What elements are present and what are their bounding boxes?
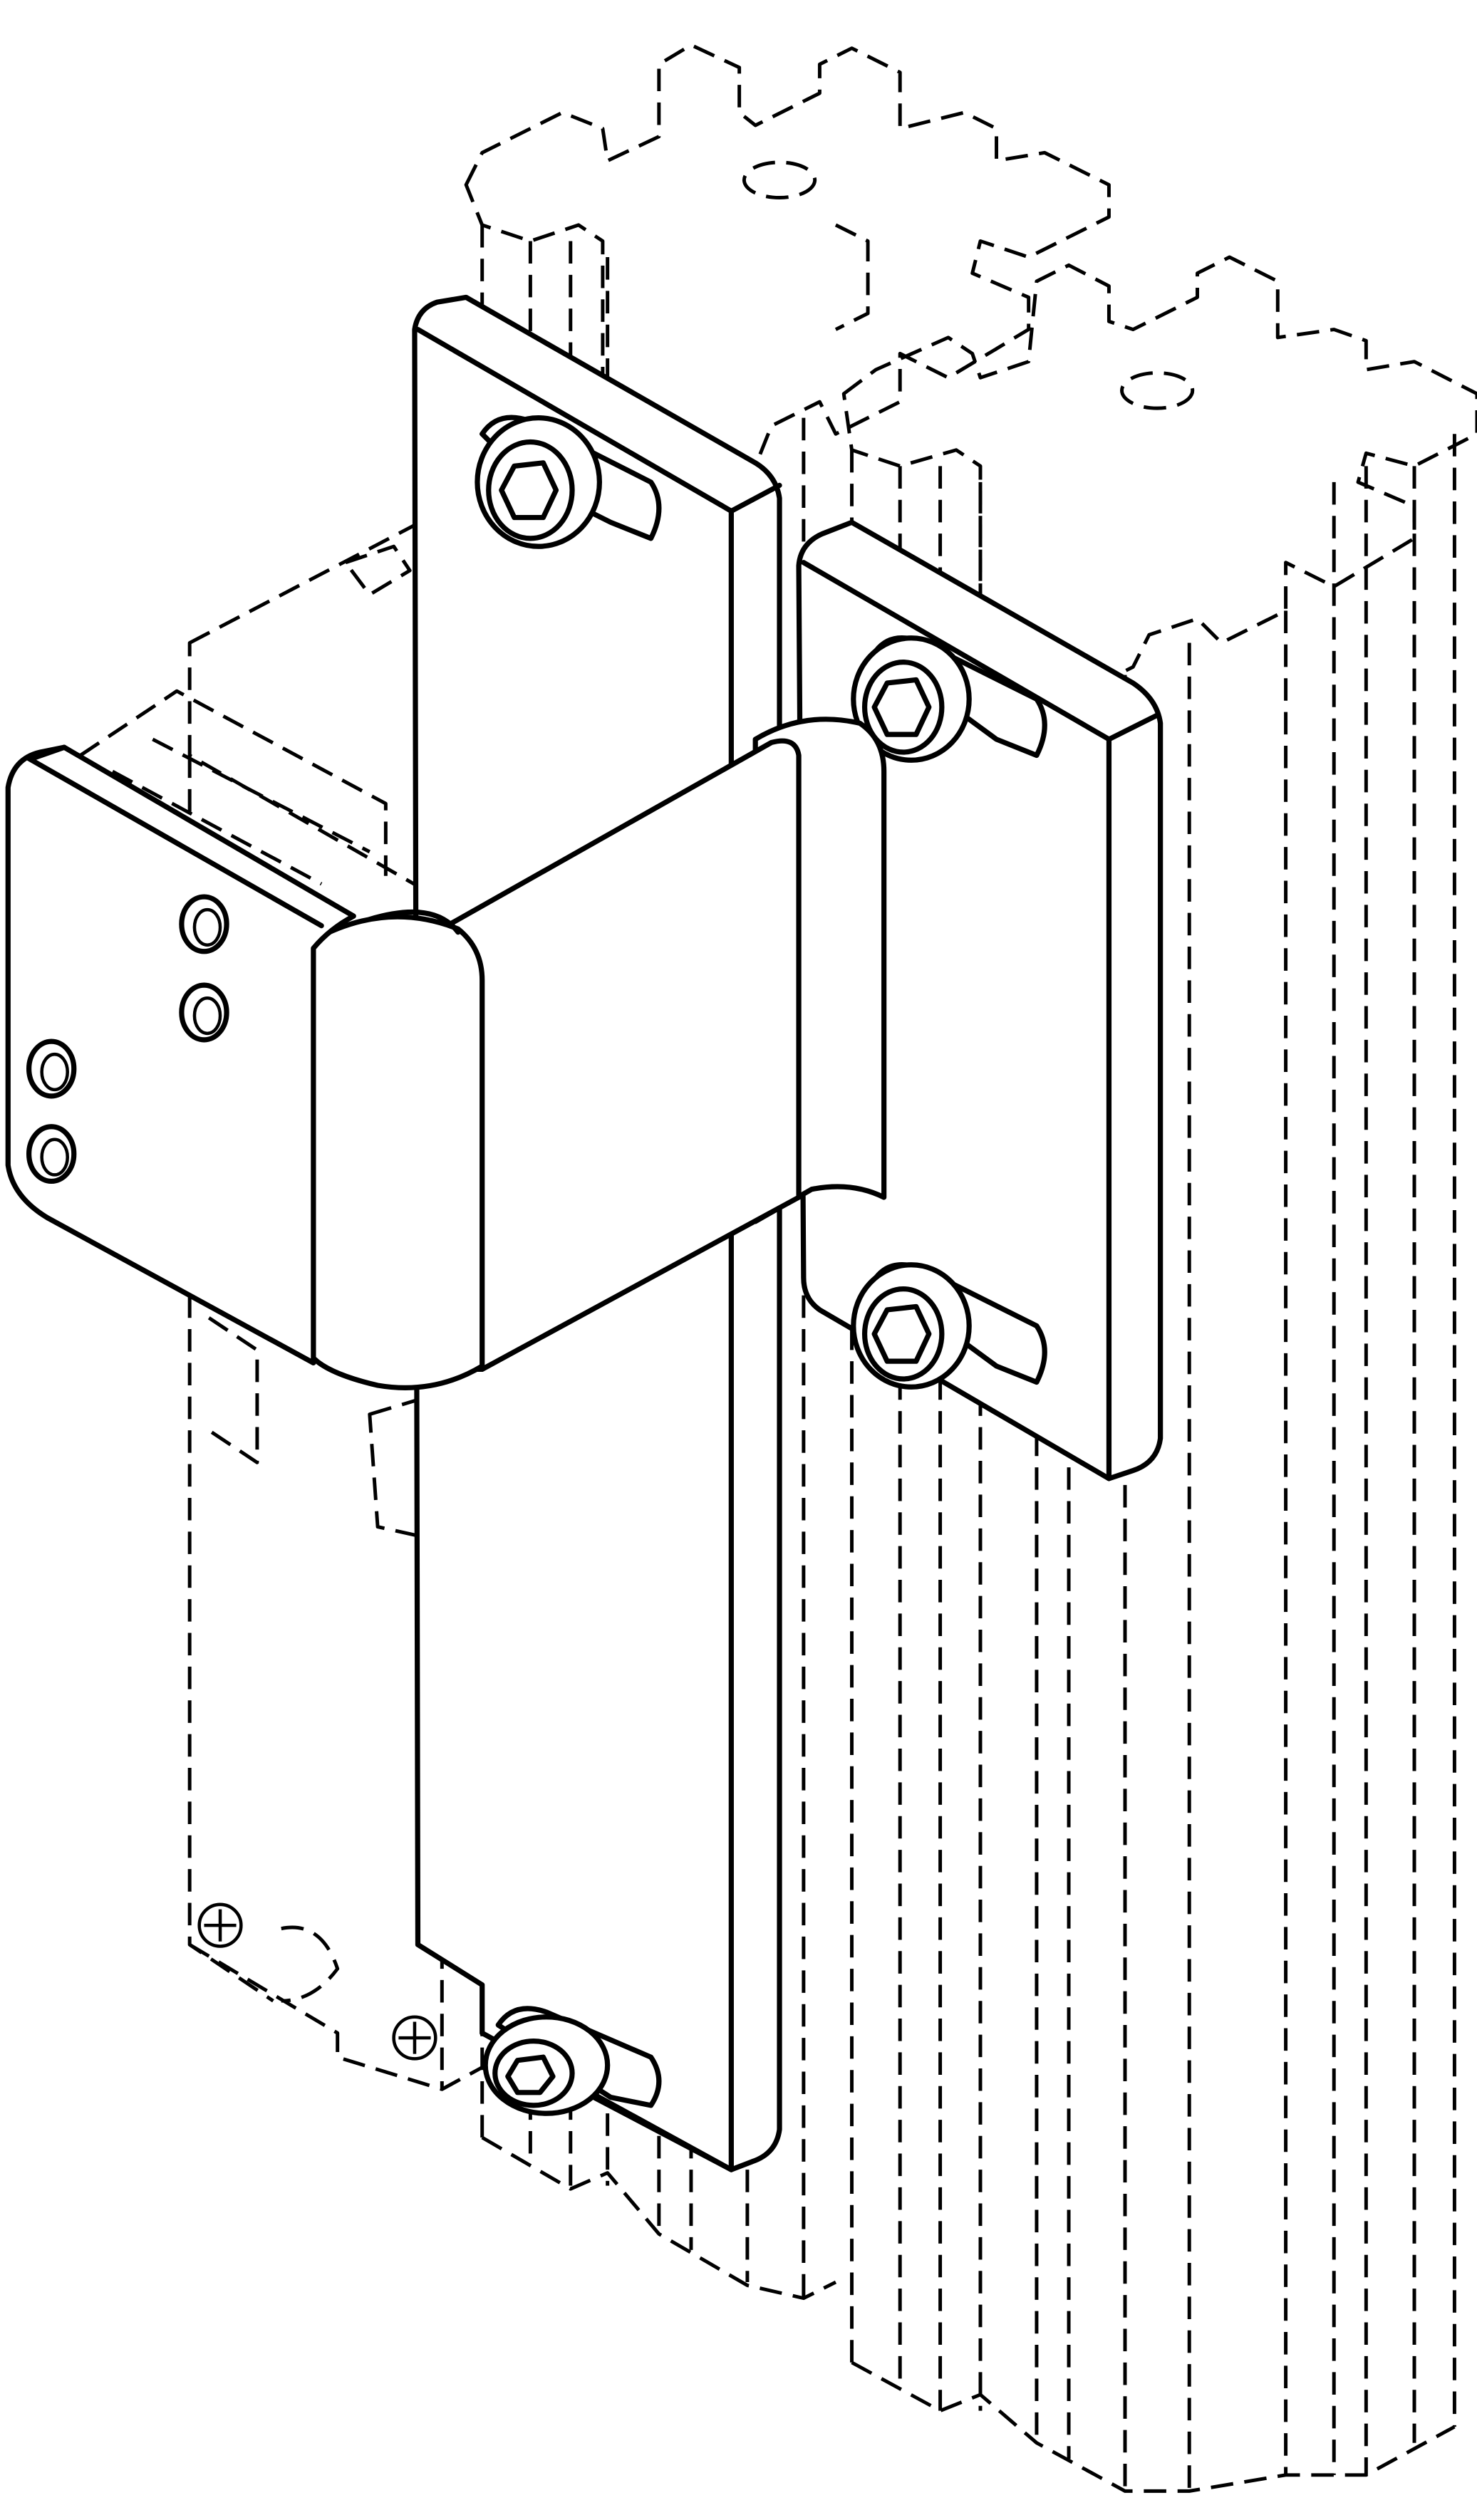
torx-screw-icon xyxy=(392,2015,437,2061)
hex-socket-icon xyxy=(871,1303,932,1364)
socket-head-screw-upper-left xyxy=(475,415,662,549)
socket-head-screw-lower-left xyxy=(482,2006,662,2116)
hex-socket-icon xyxy=(871,677,932,737)
hex-socket-icon xyxy=(499,460,559,521)
right-mounting-plate xyxy=(796,519,1164,1482)
socket-head-screw-lower-right xyxy=(851,1262,1047,1390)
hinge-bracket xyxy=(5,717,887,1390)
socket-head-screw-upper-right xyxy=(851,635,1047,763)
bracket-hole xyxy=(179,894,229,954)
bracket-hole xyxy=(26,1124,77,1184)
bracket-hole xyxy=(26,1038,77,1099)
hex-socket-icon xyxy=(505,2054,556,2095)
torx-screw-icon xyxy=(197,1902,243,1948)
bracket-hole xyxy=(179,982,229,1043)
